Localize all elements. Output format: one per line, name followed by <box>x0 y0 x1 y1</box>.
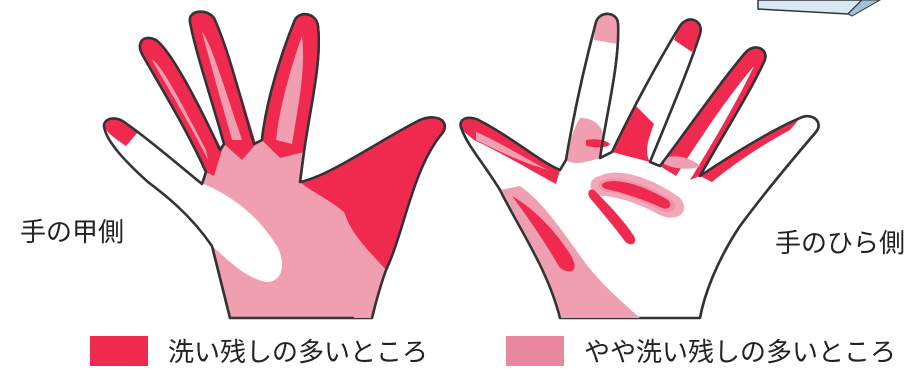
back-of-hand-label: 手の甲側 <box>20 218 125 248</box>
left-middle-light <box>202 32 242 140</box>
left-thumb-tip <box>104 118 138 146</box>
right-middle-tip <box>674 19 701 52</box>
right-crease-1b <box>601 181 671 209</box>
palm-side-label: 手のひら側 <box>775 229 906 259</box>
right-dark-thumb-base <box>512 196 575 272</box>
left-thumb-web <box>300 117 445 270</box>
legend-swatch-dark <box>90 335 148 366</box>
legend-swatch-light <box>506 335 564 366</box>
legend-label: やや洗い残しの多いところ <box>584 338 897 368</box>
right-middle-dark <box>612 106 654 162</box>
right-thumb-light <box>476 132 548 170</box>
legend-label: 洗い残しの多いところ <box>168 338 429 368</box>
right-hand-palm <box>459 12 820 320</box>
legend-item-somewhat-missed: やや洗い残しの多いところ <box>506 332 896 369</box>
left-hand-back <box>102 10 446 320</box>
right-pinky-dark <box>700 118 800 182</box>
left-web-light <box>342 212 386 318</box>
corner-box-side <box>847 0 882 17</box>
right-ring-dark <box>660 47 766 181</box>
legend-item-frequently-missed: 洗い残しの多いところ <box>90 332 428 369</box>
left-hand-stroke <box>102 10 446 319</box>
right-index-tip <box>594 13 618 44</box>
left-ring-light <box>276 36 304 144</box>
right-index-base <box>566 118 604 164</box>
right-crease-4 <box>664 156 700 169</box>
corner-box <box>757 0 864 15</box>
left-clean-area <box>104 118 282 282</box>
right-crease-2 <box>588 189 636 245</box>
right-crease-3 <box>586 139 610 148</box>
right-hand-stroke <box>459 12 820 319</box>
